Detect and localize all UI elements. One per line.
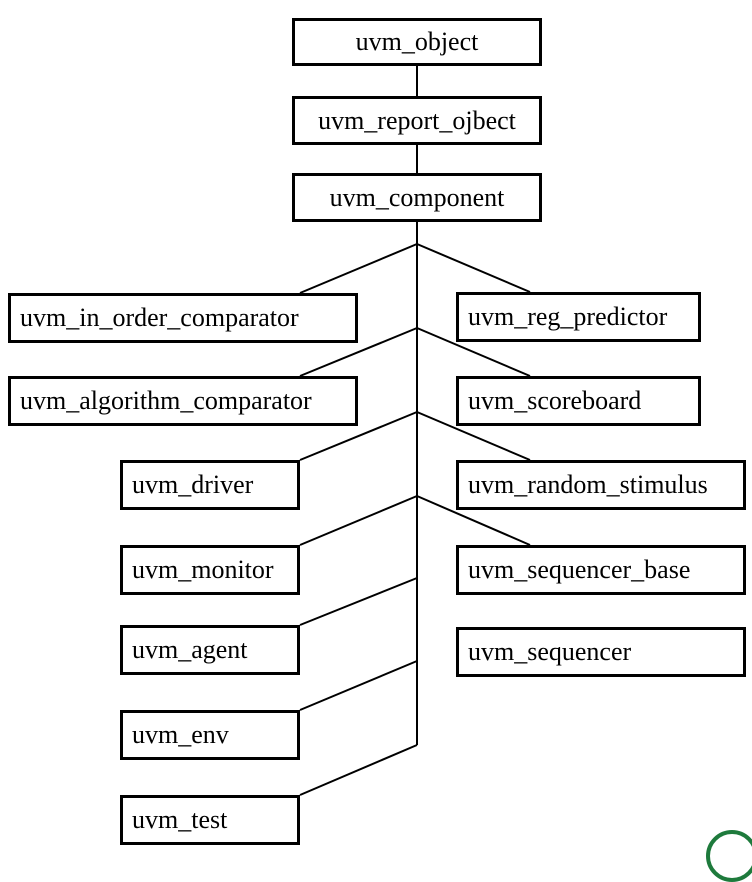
- node-uvm-object: uvm_object: [292, 18, 542, 66]
- edge-scoreboard: [416, 327, 531, 377]
- edge-random-stimulus: [416, 411, 531, 461]
- node-uvm-test: uvm_test: [120, 795, 300, 845]
- edge-monitor: [299, 495, 418, 546]
- edge-reg-predictor: [416, 243, 531, 293]
- node-uvm-in-order-comparator: uvm_in_order_comparator: [8, 293, 358, 343]
- node-uvm-scoreboard: uvm_scoreboard: [456, 376, 701, 426]
- node-uvm-env: uvm_env: [120, 710, 300, 760]
- node-uvm-reg-predictor: uvm_reg_predictor: [456, 292, 701, 342]
- node-uvm-report-object: uvm_report_ojbect: [292, 96, 542, 145]
- edge-test: [299, 744, 418, 796]
- node-uvm-algorithm-comparator: uvm_algorithm_comparator: [8, 376, 358, 426]
- edge-in-order-comparator: [299, 243, 418, 294]
- edge-env: [299, 660, 418, 711]
- node-uvm-monitor: uvm_monitor: [120, 545, 300, 595]
- edge-algorithm-comparator: [299, 327, 418, 377]
- node-uvm-sequencer-base: uvm_sequencer_base: [456, 545, 746, 595]
- logo-mark-icon: [706, 830, 752, 882]
- node-uvm-agent: uvm_agent: [120, 625, 300, 675]
- node-uvm-random-stimulus: uvm_random_stimulus: [456, 460, 746, 510]
- node-uvm-sequencer: uvm_sequencer: [456, 627, 746, 677]
- node-uvm-component: uvm_component: [292, 173, 542, 222]
- edge-agent: [299, 577, 418, 626]
- node-uvm-driver: uvm_driver: [120, 460, 300, 510]
- uvm-class-hierarchy-diagram: uvm_object uvm_report_ojbect uvm_compone…: [8, 18, 752, 882]
- edge-sequencer-base: [416, 495, 531, 546]
- edge-driver: [299, 411, 418, 461]
- connector-lines: [299, 66, 531, 796]
